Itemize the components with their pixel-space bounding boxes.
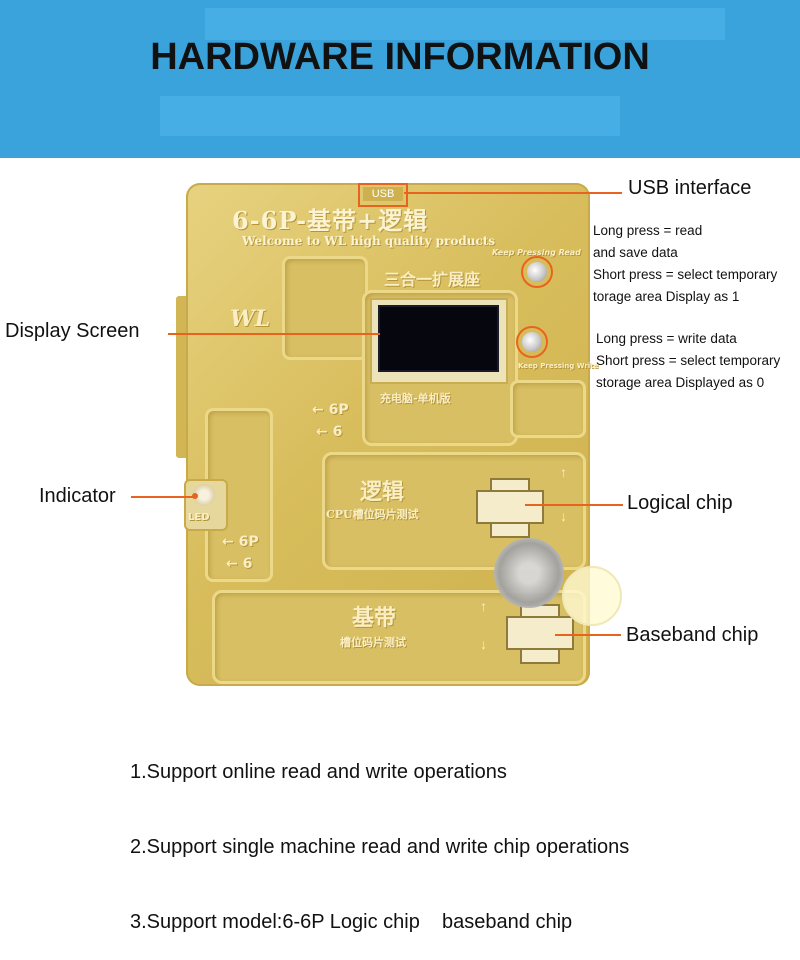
keep-pressing-read-label: Keep Pressing Read — [492, 248, 581, 257]
display-screen-label: Display Screen — [5, 320, 140, 342]
display-screen — [378, 305, 499, 372]
logical-chip-callout-line — [525, 504, 623, 506]
baseband-chip-callout-line — [555, 634, 621, 636]
right-small-recess — [510, 380, 586, 438]
model-label-6: ← 6 — [316, 424, 343, 440]
spring-clip-lens — [562, 566, 622, 626]
description-line: Short press = select temporary — [596, 353, 781, 368]
model-label-6p: ← 6P — [312, 402, 349, 418]
mode-label: 充电脑-单机版 — [380, 392, 451, 405]
usb-interface-label: USB interface — [628, 177, 752, 199]
description-line: and save data — [593, 245, 678, 260]
led-label: LED — [188, 512, 210, 523]
logical-chip-label: Logical chip — [627, 492, 733, 514]
feature-note: 1.Support online read and write operatio… — [130, 761, 507, 783]
logic-slot-title: 逻辑 — [360, 479, 405, 505]
logical-chip-socket-arm — [476, 490, 544, 524]
page-title: HARDWARE INFORMATION — [150, 36, 650, 78]
up-arrow-icon: ↑ — [560, 464, 567, 480]
banner-highlight — [205, 8, 725, 40]
top-left-recess — [282, 256, 368, 360]
keep-pressing-write-label: Keep Pressing Write — [518, 362, 599, 370]
baseband-chip-label: Baseband chip — [626, 624, 759, 646]
indicator-led — [193, 484, 215, 506]
usb-callout-line — [404, 192, 622, 194]
feature-note: 2.Support single machine read and write … — [130, 836, 630, 858]
expansion-label: 三合一扩展座 — [384, 270, 481, 289]
baseband-chip-socket-arm — [506, 616, 574, 650]
feature-notes: 1.Support online read and write operatio… — [130, 710, 629, 960]
write-button-highlight — [516, 326, 548, 358]
model-label-6p-lower: ← 6P — [222, 534, 259, 550]
description-line: storage area Displayed as 0 — [596, 375, 765, 390]
down-arrow-icon: ↓ — [560, 508, 567, 524]
down-arrow-icon: ↓ — [480, 636, 487, 652]
indicator-callout-line — [131, 496, 196, 498]
write-button-description: Long press = write data Short press = se… — [596, 328, 780, 394]
up-arrow-icon: ↑ — [480, 598, 487, 614]
description-line: Short press = select temporary — [593, 267, 778, 282]
read-button-description: Long press = read and save data Short pr… — [593, 220, 777, 308]
feature-note: 3.Support model:6-6P Logic chip baseband… — [130, 911, 573, 933]
usb-label: USB — [363, 187, 403, 201]
spring-clip[interactable] — [494, 538, 564, 608]
indicator-callout-dot — [192, 493, 198, 499]
banner-highlight — [160, 96, 620, 136]
logic-slot-subtitle: CPU槽位码片测试 — [326, 508, 419, 521]
description-line: Long press = write data — [596, 331, 737, 346]
display-callout-line — [168, 333, 380, 335]
description-line: torage area Display as 1 — [593, 289, 740, 304]
description-line: Long press = read — [593, 223, 703, 238]
usb-highlight-box — [358, 183, 408, 207]
model-label-6-lower: ← 6 — [226, 556, 253, 572]
board-title: 6-6P-基带+逻辑 — [232, 206, 429, 235]
brand-logo: WL — [230, 306, 271, 332]
baseband-slot-subtitle: 槽位码片测试 — [340, 636, 406, 649]
baseband-slot-title: 基带 — [352, 605, 397, 631]
indicator-label: Indicator — [39, 485, 116, 507]
board-subtitle: Welcome to WL high quality products — [242, 234, 496, 248]
read-button-highlight — [521, 256, 553, 288]
